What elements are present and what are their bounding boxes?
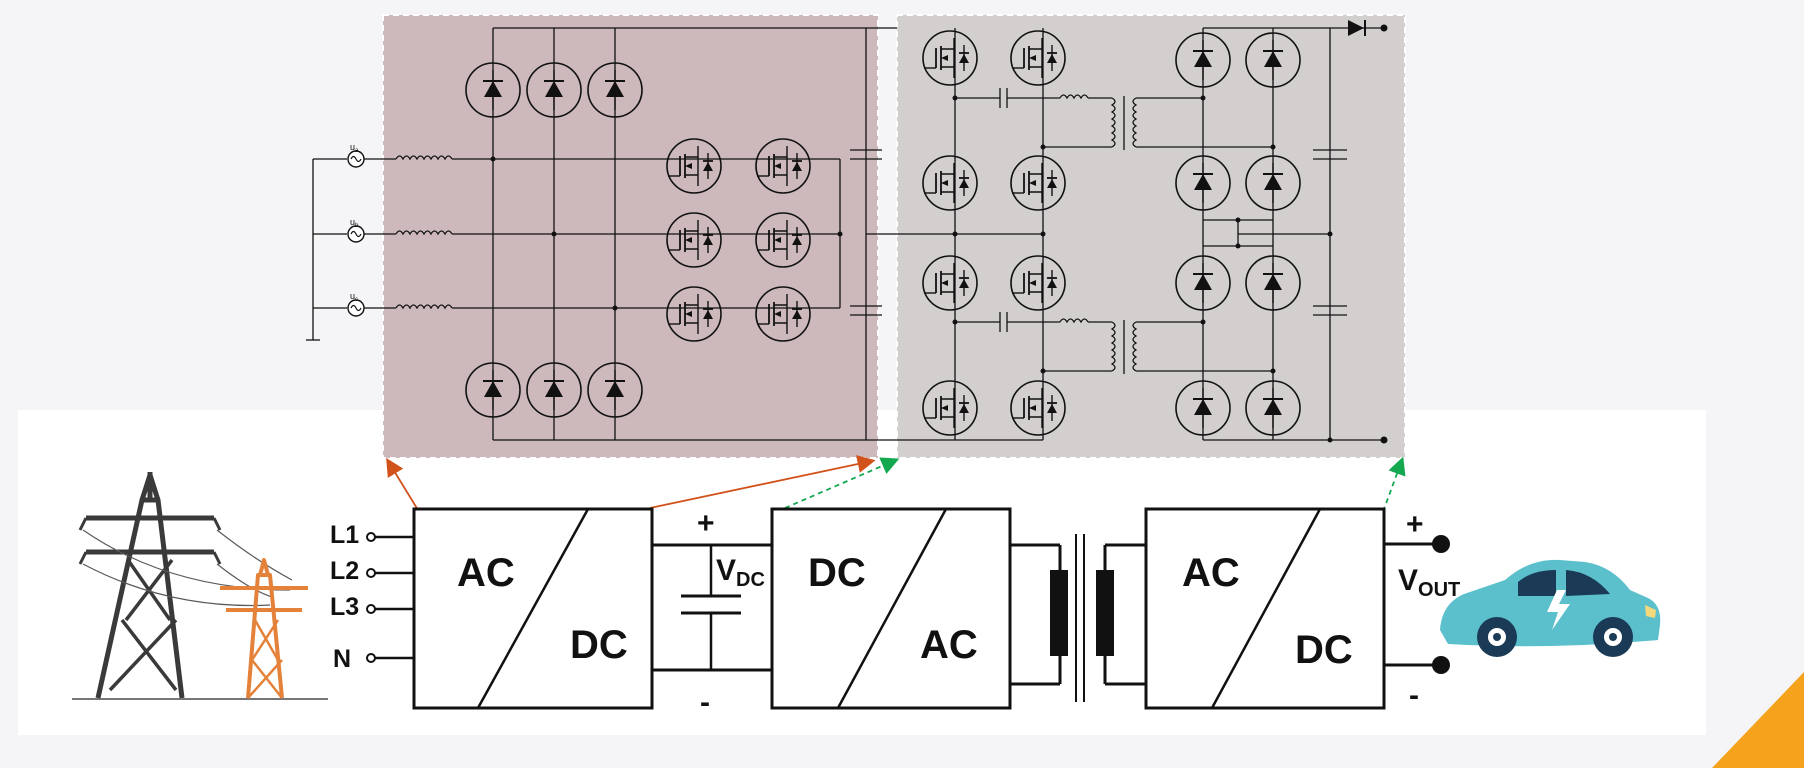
block3-bottom-label: DC (1295, 628, 1353, 672)
dcdc-panel (896, 14, 1406, 459)
dcdc-link-arrow-left (784, 457, 900, 509)
block3-top-label: AC (1182, 551, 1240, 595)
dc-link-plus: + (697, 507, 715, 540)
input-label-l2: L2 (330, 557, 359, 585)
block-diagram (366, 507, 1436, 710)
input-label-l1: L1 (330, 521, 359, 549)
source-label-ub: ub (350, 217, 359, 229)
pfc-link-arrow-right (649, 455, 876, 509)
block2-top-label: DC (808, 551, 866, 595)
pfc-link-arrow-left (386, 457, 419, 511)
output-plus: + (1406, 508, 1424, 541)
source-label-ua: ua (350, 142, 359, 154)
power-tower-icon (72, 472, 328, 700)
output-minus: - (1409, 679, 1419, 712)
source-label-uc: uc (350, 291, 358, 303)
output-terminal-minus (1432, 656, 1450, 674)
pfc-rectifier-schematic: ua ub uc (306, 14, 1042, 459)
input-label-n: N (333, 645, 351, 673)
output-terminal-plus (1432, 535, 1450, 553)
vdc-label: VDC (716, 554, 765, 591)
vout-label: VOUT (1398, 564, 1460, 601)
dcdc-converter-schematic (866, 14, 1406, 459)
pfc-panel (382, 14, 879, 459)
block2-bottom-label: AC (920, 623, 978, 667)
corner-accent (1712, 672, 1804, 768)
block1-bottom-label: DC (570, 623, 628, 667)
block1-top-label: AC (457, 551, 515, 595)
input-label-l3: L3 (330, 593, 359, 621)
electric-car-icon (1440, 559, 1661, 657)
dc-link-minus: - (700, 686, 710, 719)
